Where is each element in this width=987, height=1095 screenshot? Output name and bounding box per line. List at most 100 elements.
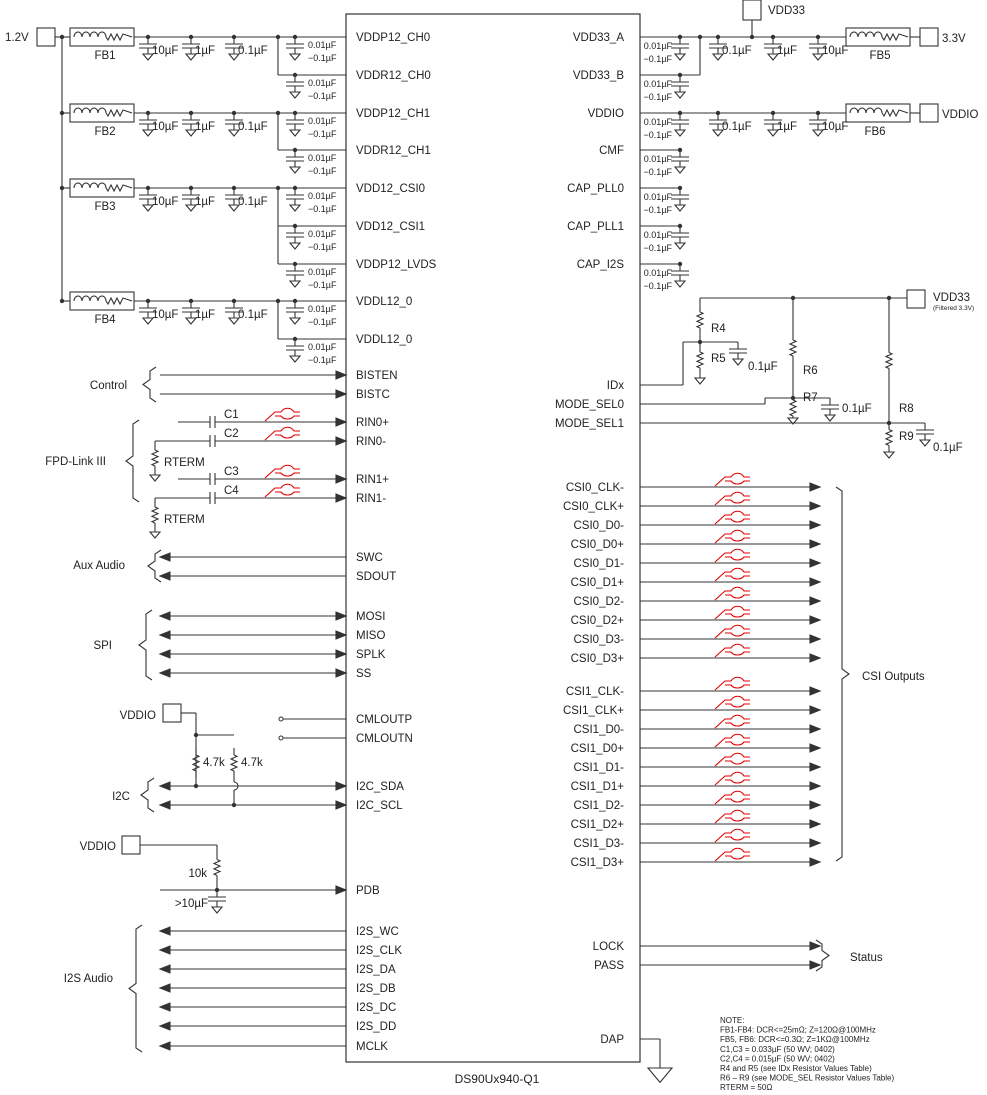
pin-label-left: I2C_SDA <box>356 781 404 793</box>
junction-dot <box>59 34 65 40</box>
ground-icon <box>673 91 687 99</box>
pin-label-left: I2S_WC <box>356 926 399 938</box>
cap-value: 1µF <box>777 121 797 133</box>
brace <box>140 777 155 813</box>
note-line: RTERM = 50Ω <box>720 1083 772 1092</box>
pin-label-left: SDOUT <box>356 571 396 583</box>
group-label-csi-outputs: CSI Outputs <box>862 671 925 683</box>
cap-value: 0.1µF <box>722 121 752 133</box>
pin-label-left: I2S_CLK <box>356 945 402 957</box>
brace <box>815 939 830 972</box>
resistor-icon <box>695 351 705 369</box>
arrow-right-icon <box>809 558 822 568</box>
pin-label-left: MISO <box>356 630 385 642</box>
ferrite-label: FB1 <box>94 50 115 62</box>
arrow-right-icon <box>809 781 822 791</box>
pin-label-left: MCLK <box>356 1041 388 1053</box>
vddio-label: VDDIO <box>942 109 978 121</box>
pin-label-right: CSI1_D3+ <box>571 857 625 869</box>
label: C1 <box>224 409 239 421</box>
label: 4.7k <box>203 757 225 769</box>
resistor-icon <box>105 183 133 193</box>
ferrite-bead <box>69 291 135 311</box>
pin-label-right: PASS <box>594 960 624 972</box>
chip-body <box>345 13 641 1063</box>
pin-label-right: CSI0_D3- <box>574 634 625 646</box>
resistor-icon <box>150 506 160 524</box>
label: 0.1µF <box>842 403 872 415</box>
ground-icon <box>786 417 800 425</box>
decap-value: −0.1µF <box>308 166 337 176</box>
ground-icon <box>673 53 687 61</box>
ground-icon <box>141 317 155 325</box>
pin-label-left: CMLOUTP <box>356 714 413 726</box>
connector-box <box>919 27 939 47</box>
resistor-icon <box>229 754 239 772</box>
resistor-icon <box>105 32 133 42</box>
arrow-right-icon <box>335 436 348 446</box>
pin-label-right: VDD33_B <box>573 70 624 82</box>
arrow-right-icon <box>809 539 822 549</box>
decap-value: 0.01µF <box>644 41 673 51</box>
inductor-icon <box>849 107 883 114</box>
arrow-right-icon <box>809 762 822 772</box>
label: C2 <box>224 428 239 440</box>
differential-pair-icon <box>714 733 750 748</box>
pin-label-left: RIN0+ <box>356 417 389 429</box>
arrow-left-icon <box>158 649 171 659</box>
ground-icon <box>227 53 241 61</box>
pin-label-right: MODE_SEL1 <box>555 418 624 430</box>
ferrite-bead <box>69 178 135 198</box>
label: R7 <box>803 392 818 404</box>
ground-icon <box>141 129 155 137</box>
pin-label-right: CSI0_D0+ <box>571 539 625 551</box>
junction-dot <box>193 783 199 789</box>
pin-label-left: SWC <box>356 552 383 564</box>
ground-icon <box>811 53 825 61</box>
vdd33-label: VDD33 <box>933 292 970 304</box>
ground-icon <box>227 129 241 137</box>
chip-name: DS90Ux940-Q1 <box>455 1072 540 1086</box>
decap-value: 0.01µF <box>644 79 673 89</box>
pin-label-right: CAP_I2S <box>577 259 625 271</box>
cap-value: 10µF <box>152 309 178 321</box>
arrow-right-icon <box>809 634 822 644</box>
resistor-icon <box>881 108 909 118</box>
brace <box>147 549 162 583</box>
pin-label-left: I2S_DB <box>356 983 396 995</box>
arrow-right-icon <box>809 615 822 625</box>
arrow-left-icon <box>158 800 171 810</box>
cap-value: 10µF <box>152 45 178 57</box>
label: C4 <box>224 485 239 497</box>
arrow-right-icon <box>809 501 822 511</box>
differential-pair-icon <box>264 464 300 479</box>
note-line: C1,C3 = 0.033µF (50 WV; 0402) <box>720 1045 835 1054</box>
pin-label-left: BISTEN <box>356 370 398 382</box>
ground-icon <box>288 166 302 174</box>
decap-value: 0.01µF <box>644 230 673 240</box>
ground-icon <box>288 355 302 363</box>
ground-icon <box>766 53 780 61</box>
ground-icon <box>882 451 896 459</box>
resistor-icon <box>884 428 894 447</box>
cap-value: 0.1µF <box>238 196 268 208</box>
note-line: C2,C4 = 0.015µF (50 WV; 0402) <box>720 1054 835 1063</box>
pin-label-left: I2C_SCL <box>356 800 403 812</box>
cap-value: 1µF <box>195 196 215 208</box>
arrow-left-icon <box>158 630 171 640</box>
cap-value: 10µF <box>152 196 178 208</box>
pin-label-left: RIN0- <box>356 436 386 448</box>
ground-icon <box>288 280 302 288</box>
resistor-icon <box>695 311 705 329</box>
decap-value: 0.01µF <box>308 78 337 88</box>
pin-label-right: CSI1_CLK+ <box>563 705 624 717</box>
junction-dot <box>59 298 65 304</box>
pin-label-right: CSI0_D3+ <box>571 653 625 665</box>
arrow-right-icon <box>809 800 822 810</box>
pin-label-left: BISTC <box>356 389 390 401</box>
differential-pair-icon <box>714 847 750 862</box>
cap-value: 1µF <box>195 45 215 57</box>
ground-icon <box>288 242 302 250</box>
arrow-right-icon <box>335 370 348 380</box>
ground-icon <box>711 129 725 137</box>
